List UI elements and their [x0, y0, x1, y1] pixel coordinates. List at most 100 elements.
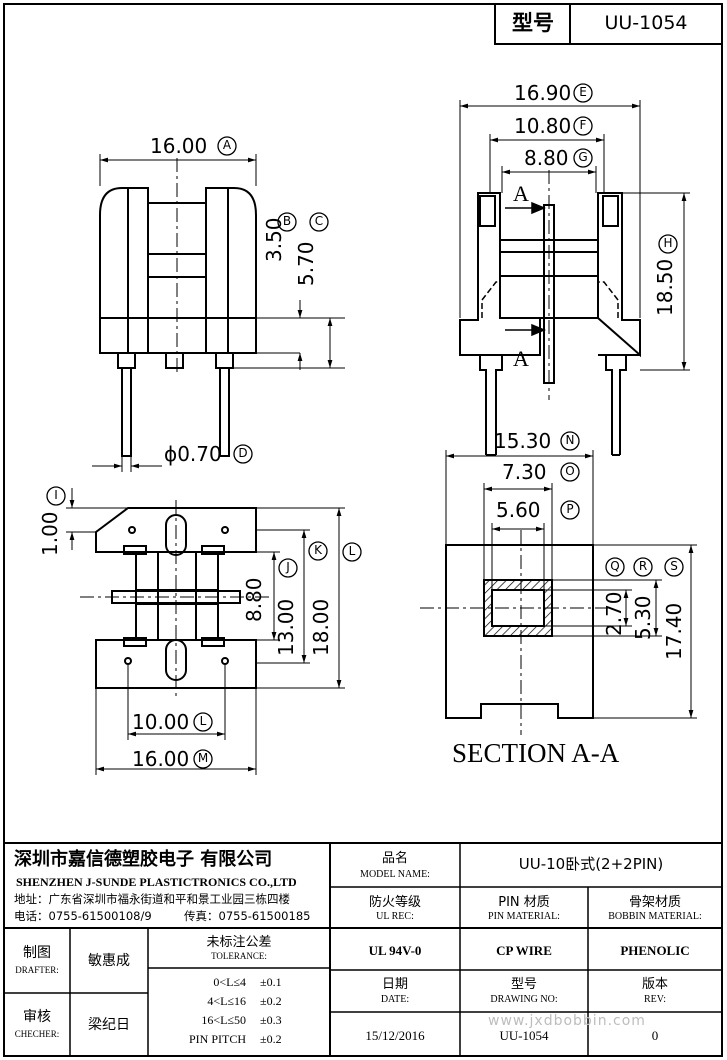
dim-g-letter: G [578, 150, 588, 164]
date-cn: 日期 [381, 977, 408, 992]
dim-lv-value: 18.00 [309, 598, 333, 656]
dim-s-value: 17.40 [662, 602, 686, 660]
tolerance-value: ±0.1 [260, 975, 282, 989]
rev-value: 0 [651, 1028, 659, 1043]
checker-name: 梁纪日 [88, 1017, 130, 1033]
dim-p-letter: P [566, 502, 574, 516]
section-mark-a-bottom: A [513, 346, 529, 371]
front-view-dims [92, 154, 345, 472]
dim-o-value: 7.30 [502, 460, 547, 484]
tolerance-value: ±0.2 [260, 994, 282, 1008]
tolerance-range: 4<L≤16 [207, 994, 246, 1008]
pin-material-cn: PIN 材质 [498, 895, 550, 910]
dim-j-letter: J [286, 560, 290, 574]
ul-rec-cn: 防火等级 [368, 895, 421, 910]
sheet-border [3, 3, 723, 1057]
drawing-no-value: UU-1054 [499, 1028, 549, 1043]
bobbin-material-en: BOBBIN MATERIAL: [608, 911, 702, 922]
dim-c-letter: C [314, 214, 324, 228]
date-en: DATE: [380, 994, 410, 1005]
dim-r-value: 5.30 [631, 595, 655, 640]
model-name-cn: 品名 [381, 851, 408, 866]
dimension-circles [46, 83, 684, 769]
model-name-value: UU-10卧式(2+2PIN) [518, 855, 664, 873]
dim-d-value: ϕ0.70 [164, 442, 222, 466]
company-phone: 电话：0755-61500108/9 [14, 909, 152, 923]
dim-m-value: 16.00 [132, 747, 190, 771]
dim-l-value: 10.00 [132, 710, 190, 734]
dim-i-letter: I [54, 488, 58, 502]
tolerance-range: PIN PITCH [188, 1032, 246, 1046]
company-name-en: SHENZHEN J-SUNDE PLASTICTRONICS CO.,LTD [16, 875, 297, 889]
dim-d-letter: D [238, 446, 248, 460]
company-address: 地址：广东省深圳市福永街道和平和景工业园三栋四楼 [14, 892, 290, 906]
tolerance-value: ±0.3 [260, 1013, 282, 1027]
dim-h-letter: H [663, 236, 673, 250]
dim-j-value: 8.80 [242, 577, 266, 622]
model-name-en: MODEL NAME: [360, 869, 430, 880]
dim-o-letter: O [565, 464, 575, 478]
drawing-no-en: DRAWING NO: [490, 994, 558, 1005]
tolerance-range: 16<L≤50 [201, 1013, 246, 1027]
dim-p-value: 5.60 [496, 498, 541, 522]
ul-rec-en: UL REC: [376, 911, 414, 922]
dim-k-letter: K [314, 543, 322, 557]
section-view-dims [445, 450, 697, 719]
top-view-dims [66, 488, 345, 775]
rev-cn: 版本 [641, 977, 668, 992]
bobbin-material-cn: 骨架材质 [628, 895, 681, 910]
dim-k-value: 13.00 [274, 598, 298, 656]
dim-c-value: 5.70 [294, 241, 318, 286]
dim-i-value: 1.00 [38, 511, 62, 556]
tolerance-cn: 未标注公差 [206, 935, 272, 950]
section-title: SECTION A-A [452, 738, 620, 768]
drafter-en: DRAFTER: [15, 965, 59, 975]
tolerance-range: 0<L≤4 [213, 975, 246, 989]
dim-a-value: 16.00 [150, 134, 208, 158]
company-name-cn: 深圳市嘉信德塑胶电子 有限公司 [14, 849, 273, 870]
title-block [4, 842, 722, 1056]
dim-a-letter: A [222, 138, 232, 152]
dim-n-value: 15.30 [494, 429, 552, 453]
dim-lv-letter: L [348, 544, 356, 558]
dim-b-letter: B [282, 214, 292, 228]
checker-en: CHECHER: [14, 1029, 60, 1039]
rev-en: REV: [643, 994, 667, 1005]
watermark: www.jxdbobbin.com [488, 1013, 646, 1029]
bobbin-material-value: PHENOLIC [620, 943, 690, 958]
drawing-no-cn: 型号 [510, 977, 537, 992]
dim-h-value: 18.50 [653, 258, 677, 316]
dim-r-letter: R [638, 559, 648, 573]
section-view [420, 530, 610, 735]
header-type-label: 型号 [512, 11, 554, 35]
tolerance-en: TOLERANCE: [211, 951, 267, 961]
dim-q-value: 2.70 [602, 591, 626, 636]
dim-f-value: 10.80 [514, 114, 572, 138]
side-view [459, 170, 641, 456]
section-arrows [505, 201, 546, 337]
dim-g-value: 8.80 [524, 146, 569, 170]
dim-e-value: 16.90 [514, 81, 572, 105]
dim-m-letter: M [197, 751, 209, 765]
date-value: 15/12/2016 [365, 1028, 425, 1043]
pin-material-value: CP WIRE [496, 943, 552, 958]
checker-cn: 审核 [23, 1009, 51, 1025]
dim-e-letter: E [579, 85, 587, 99]
drafter-cn: 制图 [23, 945, 51, 961]
dim-s-letter: S [670, 559, 678, 573]
dim-f-letter: F [579, 118, 587, 132]
drafter-name: 敏惠成 [88, 953, 130, 969]
section-mark-a-top: A [513, 181, 529, 206]
pin-material-en: PIN MATERIAL: [488, 911, 560, 922]
ul-rec-value: UL 94V-0 [368, 943, 422, 958]
side-view-dims [459, 100, 690, 371]
header-type-value: UU-1054 [604, 12, 688, 34]
front-view [99, 158, 257, 457]
tolerance-value: ±0.2 [260, 1032, 282, 1046]
company-fax: 传真：0755-61500185 [184, 909, 311, 923]
dim-l-letter: L [199, 714, 207, 728]
header-box [494, 3, 723, 45]
dim-q-letter: Q [610, 559, 620, 573]
dim-n-letter: N [565, 433, 575, 447]
